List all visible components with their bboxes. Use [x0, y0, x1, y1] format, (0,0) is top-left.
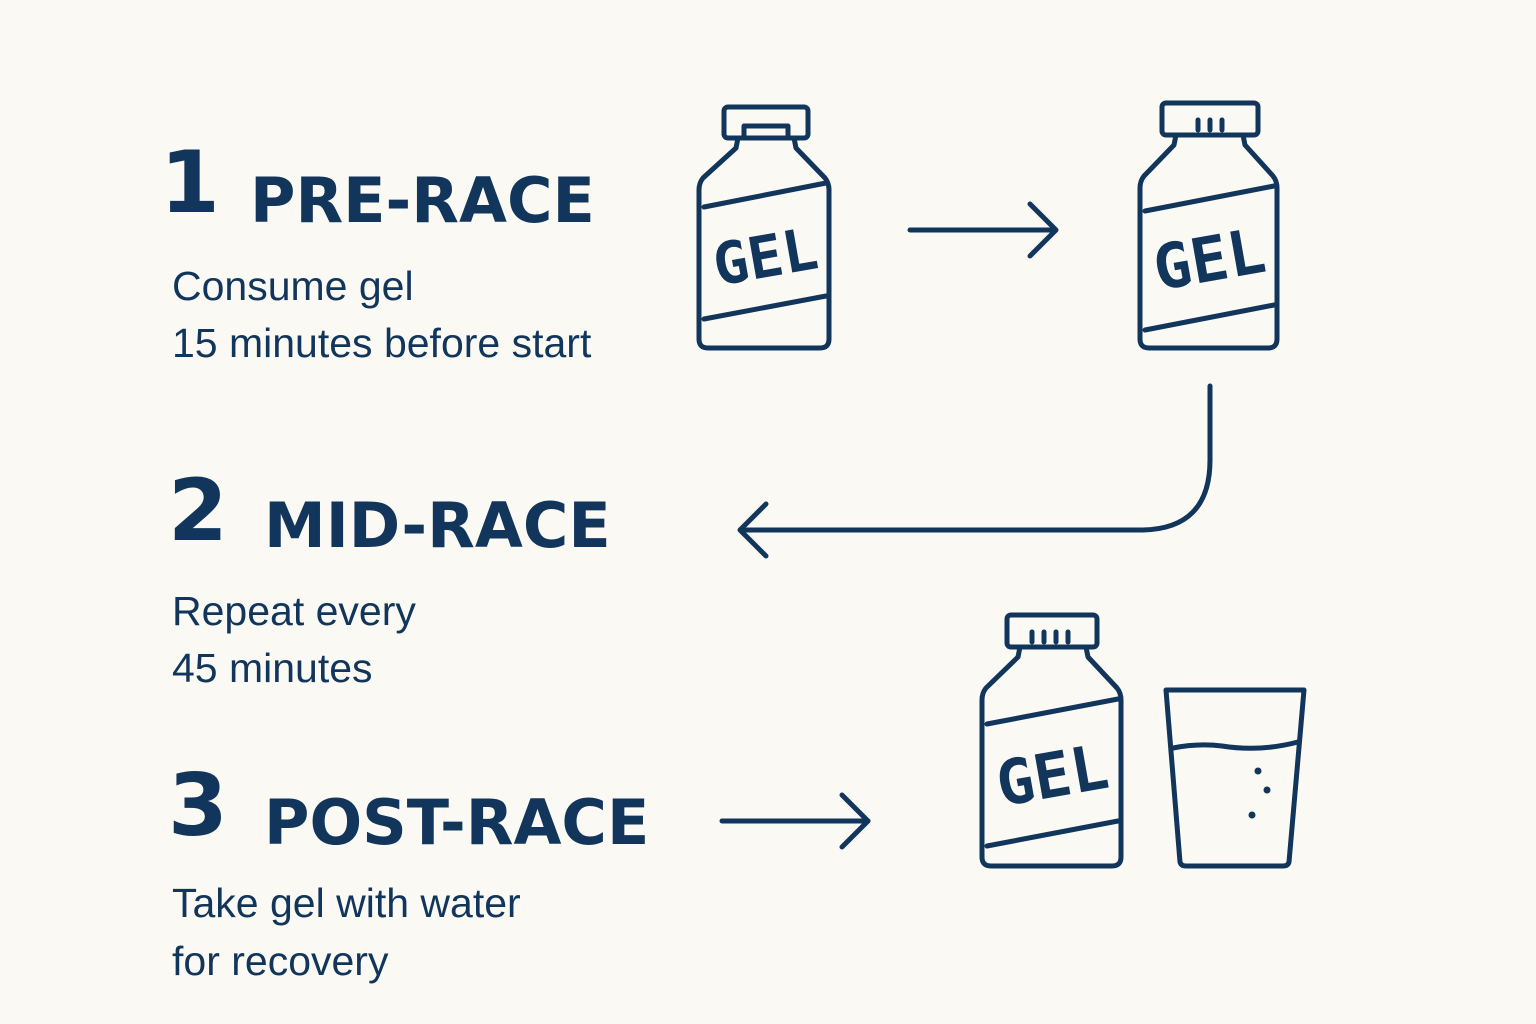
step-description-line: Consume gel	[172, 263, 414, 309]
bottle-label-line	[984, 696, 1121, 727]
bottle-body	[1137, 132, 1280, 351]
bottle-label-text: GEL	[991, 730, 1114, 821]
bottle-label-text: GEL	[708, 214, 823, 299]
bottle-cap-detail	[741, 123, 791, 141]
bottle-label-line	[701, 293, 829, 322]
water-glass-icon	[1163, 687, 1307, 869]
arrow-icon	[907, 201, 1059, 259]
bottle-cap	[1004, 612, 1100, 650]
step-title: MID-RACE	[264, 489, 611, 562]
bottle-cap	[721, 104, 811, 141]
bottle-body	[979, 644, 1124, 869]
bottle-label-line	[1142, 183, 1277, 214]
gel-bottle-icon	[696, 104, 832, 351]
bottle-label-text: GEL	[1148, 214, 1271, 305]
step-number: 3	[168, 756, 228, 856]
bottle-cap	[1159, 100, 1261, 138]
step-description-line: 15 minutes before start	[172, 320, 592, 366]
water-bubbles	[1248, 767, 1271, 819]
gel-bottle-icon	[1137, 100, 1280, 351]
bottle-label-line	[984, 818, 1121, 849]
step-number: 2	[168, 461, 228, 561]
bottle-label-line	[1142, 302, 1277, 333]
arrow-icon	[719, 792, 871, 850]
step-title: PRE-RACE	[250, 164, 595, 237]
step-description-line: Take gel with water	[172, 880, 521, 926]
bottle-body	[696, 135, 832, 351]
bottle-label-line	[701, 180, 829, 210]
gel-bottle-icon	[979, 612, 1124, 869]
water-surface	[1170, 739, 1301, 751]
step-description-line: 45 minutes	[172, 645, 373, 691]
step-title: POST-RACE	[264, 786, 650, 859]
step-description-line: Repeat every	[172, 588, 416, 634]
step-number: 1	[160, 133, 220, 233]
arrow-icon	[737, 383, 1213, 559]
glass-outline	[1163, 687, 1307, 869]
step-description-line: for recovery	[172, 938, 389, 984]
